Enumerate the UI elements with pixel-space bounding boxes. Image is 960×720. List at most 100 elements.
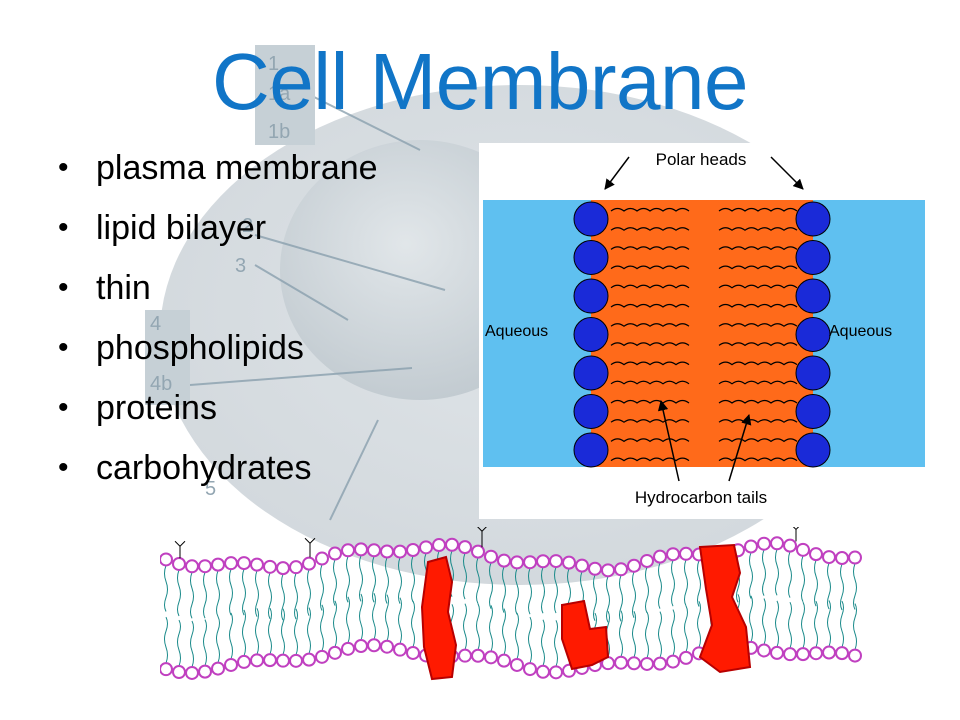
phospholipid-head: [835, 646, 849, 661]
phospholipid-head: [341, 641, 355, 656]
phospholipid-head: [627, 558, 641, 573]
lipid-tail: [359, 555, 363, 602]
lipid-tail: [814, 559, 818, 607]
phospholipid-head: [484, 650, 498, 665]
phospholipid-head: [380, 544, 394, 559]
aqueous-left-label: Aqueous: [485, 323, 548, 340]
hydrocarbon-tail: [718, 207, 798, 212]
lipid-tail: [827, 600, 831, 647]
bullet-list: plasma membrane lipid bilayer thin phosp…: [58, 148, 378, 508]
phospholipid-head: [302, 556, 316, 571]
pointer-line: [299, 89, 421, 151]
phospholipid-head: [445, 537, 459, 552]
phospholipid-head: [848, 550, 862, 565]
lipid-tail: [229, 568, 233, 616]
phospholipid-head: [328, 546, 342, 561]
phospholipid-head: [354, 638, 368, 653]
lipid-tail: [762, 598, 766, 645]
hydrocarbon-region: [591, 200, 813, 467]
phospholipid-head: [367, 543, 381, 558]
hydrocarbon-tail: [718, 265, 798, 270]
lipid-tail: [541, 619, 545, 666]
hydrocarbon-tail: [610, 227, 690, 231]
phospholipid-head: [419, 540, 433, 555]
phospholipid-head: [757, 536, 771, 551]
lipid-tail: [684, 559, 688, 607]
lipid-tail: [190, 620, 194, 668]
polar-head: [573, 432, 609, 468]
hydrocarbon-tail: [718, 227, 798, 231]
phospholipid-head: [796, 647, 810, 662]
lipid-tail: [333, 600, 337, 648]
lipid-tail: [632, 611, 636, 658]
phospholipid-head: [588, 561, 602, 576]
polar-head: [795, 240, 831, 275]
lipid-tail: [684, 605, 688, 653]
lipid-tail: [177, 569, 181, 617]
lipid-tail: [203, 619, 207, 666]
hydrocarbon-tail: [610, 419, 690, 423]
hydrocarbon-tails-label: Hydrocarbon tails: [635, 488, 767, 507]
lipid-tail: [554, 620, 558, 667]
phospholipid-head: [393, 642, 407, 657]
phospholipid-head: [458, 540, 472, 555]
membrane-protein: [420, 555, 458, 681]
phospholipid-head: [510, 555, 524, 570]
lipid-tail: [307, 607, 311, 654]
phospholipid-head: [614, 655, 628, 670]
carbohydrate-chain: [477, 527, 487, 548]
phospholipid-head: [835, 550, 849, 565]
lipid-tail: [541, 567, 545, 614]
phospholipid-head: [848, 648, 862, 663]
phospholipid-head: [250, 557, 264, 572]
label-box: [255, 45, 315, 145]
lipid-tail: [489, 562, 493, 609]
bullet-item: phospholipids: [58, 328, 378, 388]
lipid-tail: [268, 607, 272, 655]
hydrocarbon-tail: [610, 323, 690, 327]
bullet-item: lipid bilayer: [58, 208, 378, 268]
phospholipid-head: [666, 654, 680, 669]
phospholipid-head: [185, 665, 199, 680]
hydrocarbon-tail: [718, 284, 798, 289]
hydrocarbon-tail: [610, 399, 690, 404]
bullet-item: thin: [58, 268, 378, 328]
lipid-tail: [398, 557, 402, 604]
lipid-tail: [788, 551, 792, 598]
phospholipid-head: [302, 652, 316, 667]
hydrocarbon-tail: [718, 380, 798, 385]
polar-head: [795, 317, 831, 352]
phospholipid-head: [458, 648, 472, 663]
phospholipid-head: [640, 553, 654, 568]
polar-head: [573, 355, 609, 391]
hydrocarbon-tail: [718, 303, 798, 308]
phospholipid-head: [289, 653, 303, 668]
polar-head: [573, 278, 609, 314]
lipid-tail: [749, 552, 753, 599]
phospholipid-head: [822, 645, 836, 660]
lipid-tail: [593, 574, 597, 621]
phospholipid-head: [263, 559, 277, 574]
hydrocarbon-tail: [610, 246, 690, 251]
hydrocarbon-tail: [718, 361, 798, 366]
phospholipid-head: [250, 653, 264, 668]
phospholipid-head: [198, 559, 212, 574]
hydrocarbon-tail: [718, 438, 798, 443]
phospholipid-head: [211, 557, 225, 572]
polar-head: [573, 394, 609, 429]
lipid-tail: [281, 573, 285, 621]
lipid-tail: [216, 616, 220, 663]
phospholipid-head: [666, 547, 680, 562]
polar-head: [795, 432, 831, 468]
lipid-tail: [320, 564, 324, 611]
lipid-tail: [840, 563, 844, 611]
phospholipid-head: [393, 544, 407, 559]
membrane-cross-section: [160, 527, 862, 681]
lipid-tail: [385, 594, 389, 641]
phospholipid-head: [471, 648, 485, 663]
lipid-tail: [697, 601, 701, 648]
phospholipid-head: [627, 656, 641, 671]
polar-head: [795, 355, 831, 391]
lipid-tail: [671, 560, 675, 607]
phospholipid-head: [185, 559, 199, 574]
